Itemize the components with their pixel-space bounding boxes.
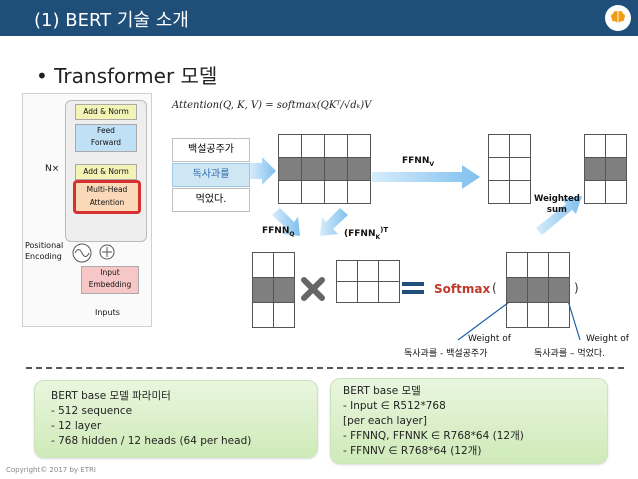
copyright-text: Copyright© 2017 by ETRI bbox=[6, 466, 96, 474]
matrix-output bbox=[584, 134, 627, 204]
matrix-input bbox=[278, 134, 371, 204]
dashed-divider bbox=[26, 367, 624, 369]
sine-wave-icon bbox=[71, 242, 93, 268]
bert-params-line: - 12 layer bbox=[51, 420, 102, 432]
paren-open: ( bbox=[492, 281, 497, 295]
matrix-k-transpose bbox=[336, 260, 400, 303]
weighted-sum-label: Weighted sum bbox=[534, 194, 580, 215]
bert-params-title: BERT base 모델 파라미터 bbox=[51, 390, 171, 402]
attention-formula: Attention(Q, K, V) = softmax(QKᵀ/√dₖ)V bbox=[172, 100, 372, 111]
matrix-q bbox=[252, 252, 295, 328]
ffnn-k-label: (FFNNK)T bbox=[344, 226, 389, 241]
weight-of-label-1: Weight of bbox=[468, 334, 511, 344]
section-bullet: • Transformer 모델 bbox=[36, 64, 218, 88]
page-title: (1) BERT 기술 소개 bbox=[34, 10, 189, 31]
add-norm-mid-label: Add & Norm bbox=[75, 164, 137, 180]
inputs-label: Inputs bbox=[95, 308, 120, 317]
feed-forward-label: Feed Forward bbox=[75, 124, 137, 152]
bert-model-line: - Input ∈ R512*768 bbox=[343, 400, 446, 412]
ffnn-v-label: FFNNV bbox=[402, 156, 435, 168]
bert-model-line: - FFNNQ, FFNNK ∈ R768*64 (12개) bbox=[343, 430, 524, 442]
input-embedding-label: Input Embedding bbox=[81, 266, 139, 294]
paren-close: ) bbox=[574, 281, 579, 295]
brain-logo-icon bbox=[604, 4, 632, 32]
softmax-label: Softmax bbox=[434, 282, 491, 296]
matrix-attention-scores bbox=[506, 252, 570, 328]
multi-head-attention-label: Multi-Head Attention bbox=[73, 180, 141, 214]
bert-params-line: - 512 sequence bbox=[51, 405, 133, 417]
transformer-architecture-figure: Add & Norm Feed Forward Add & Norm Multi… bbox=[22, 93, 152, 327]
ffnn-q-label: FFNNQ bbox=[262, 226, 295, 238]
weight-of-text-2: 독사과를 – 먹었다. bbox=[534, 349, 606, 359]
bert-model-title: BERT base 모델 bbox=[343, 385, 421, 397]
bert-params-line: - 768 hidden / 12 heads (64 per head) bbox=[51, 435, 252, 447]
weight-of-label-2: Weight of bbox=[586, 334, 629, 344]
add-norm-top-label: Add & Norm bbox=[75, 104, 137, 120]
positional-encoding-label: Positional Encoding bbox=[25, 241, 64, 261]
bert-params-box: BERT base 모델 파라미터 - 512 sequence - 12 la… bbox=[34, 380, 318, 458]
multiply-icon bbox=[300, 276, 326, 306]
header-bar: (1) BERT 기술 소개 bbox=[0, 0, 638, 36]
bert-model-line: [per each layer] bbox=[343, 415, 427, 427]
plus-circle-icon bbox=[99, 244, 115, 264]
equals-icon bbox=[402, 280, 424, 300]
matrix-v bbox=[488, 134, 531, 204]
weight-of-text-1: 독사과를 - 백설공주가 bbox=[404, 349, 488, 359]
nx-label: N× bbox=[45, 164, 60, 174]
token-ate: 먹었다. bbox=[172, 188, 250, 212]
bert-model-line: - FFNNV ∈ R768*64 (12개) bbox=[343, 445, 482, 457]
token-poison-apple: 독사과를 bbox=[172, 163, 250, 187]
token-snow-white: 백설공주가 bbox=[172, 138, 250, 162]
bert-model-box: BERT base 모델 - Input ∈ R512*768 [per eac… bbox=[330, 378, 608, 464]
